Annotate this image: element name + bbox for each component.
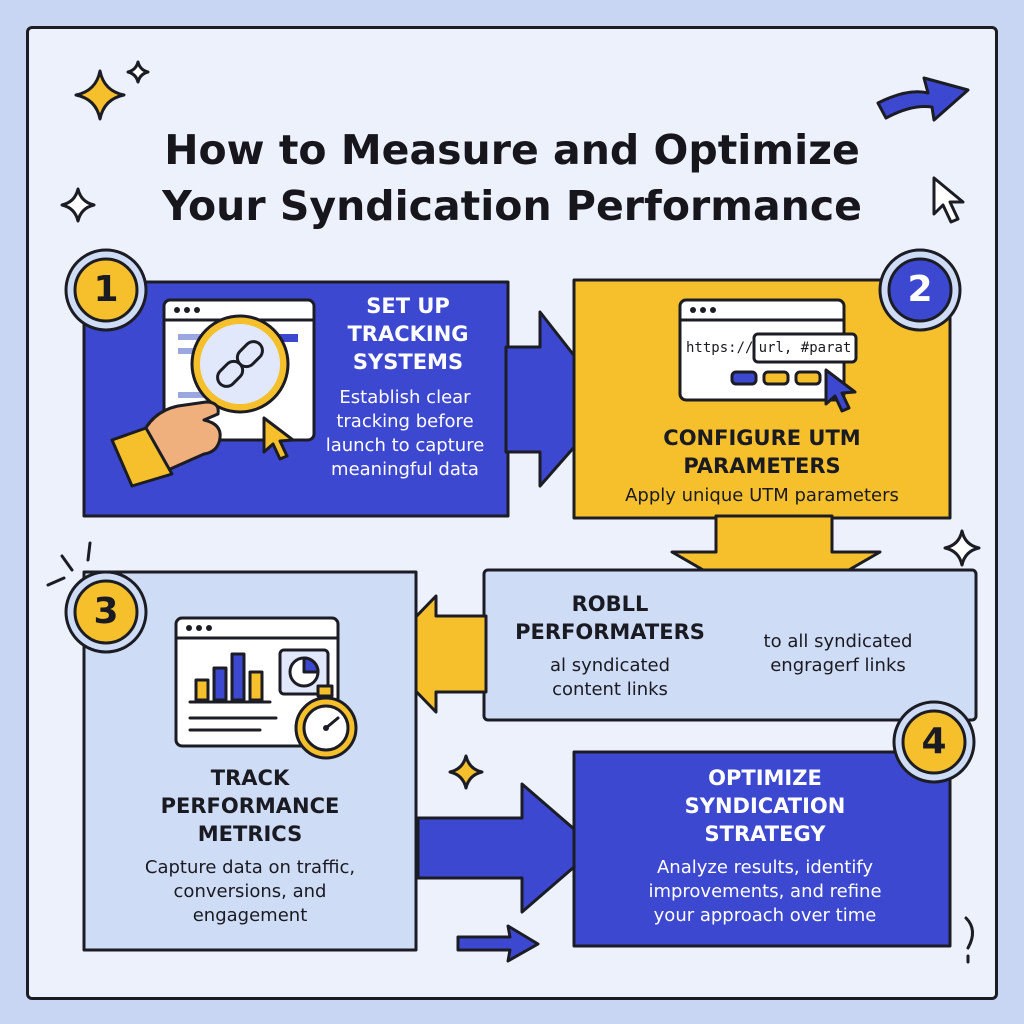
step-1-heading-line: TRACKING bbox=[347, 322, 469, 346]
arrow-icon bbox=[876, 76, 970, 122]
step-3-description-line: Capture data on traffic, bbox=[144, 857, 356, 878]
step-3-heading-line: METRICS bbox=[197, 822, 303, 846]
cursor-icon bbox=[932, 176, 965, 224]
step-3-heading-line: TRACK bbox=[210, 766, 290, 790]
cursor-icon bbox=[262, 416, 295, 461]
step-1-description-line: Establish clear bbox=[339, 387, 471, 408]
middle-heading: ROBLL PERFORMATERS bbox=[500, 590, 720, 646]
browser-window-icon bbox=[678, 298, 858, 402]
step-2-heading: CONFIGURE UTM PARAMETERS bbox=[580, 424, 944, 480]
step-4-heading-line: OPTIMIZE bbox=[708, 766, 822, 790]
sparkle-icon bbox=[448, 754, 484, 790]
title-line-2: Your Syndication Performance bbox=[162, 182, 862, 230]
step-1-description: Establish clear tracking before launch t… bbox=[300, 386, 510, 482]
hand-icon bbox=[110, 400, 222, 488]
middle-description-line: engragerf links bbox=[770, 655, 906, 676]
sparkle-icon bbox=[943, 529, 981, 567]
step-1-description-line: launch to capture bbox=[325, 435, 485, 456]
step-1-heading-line: SET UP bbox=[366, 294, 450, 318]
step-3-description-line: engagement bbox=[192, 905, 308, 926]
step-3-number: 3 bbox=[93, 591, 119, 632]
step-4-number: 4 bbox=[921, 721, 947, 762]
arrow-icon bbox=[456, 924, 540, 963]
step-1-description-line: meaningful data bbox=[331, 459, 479, 480]
sparkle-lines bbox=[46, 541, 92, 587]
squiggle bbox=[964, 916, 974, 964]
bar-chart-icon bbox=[188, 652, 272, 704]
middle-heading-line: PERFORMATERS bbox=[515, 620, 705, 644]
step-1-number: 1 bbox=[93, 269, 119, 310]
step-2-description: Apply unique UTM parameters bbox=[580, 484, 944, 508]
stopwatch-icon bbox=[294, 684, 358, 760]
step-4-description-line: Analyze results, identify bbox=[656, 857, 874, 878]
middle-description-line: to all syndicated bbox=[763, 631, 913, 652]
url-field: url, #parat bbox=[758, 340, 852, 356]
title-line-1: How to Measure and Optimize bbox=[164, 126, 860, 174]
sparkle-icon bbox=[60, 187, 96, 223]
step-3-badge bbox=[64, 570, 148, 654]
middle-description-line: content links bbox=[552, 679, 668, 700]
middle-heading-line: ROBLL bbox=[571, 592, 649, 616]
step-3-description: Capture data on traffic, conversions, an… bbox=[96, 856, 404, 928]
step-3-heading: TRACK PERFORMANCE METRICS bbox=[96, 764, 404, 848]
middle-description-right: to all syndicated engragerf links bbox=[718, 630, 958, 678]
url-prefix: https:// bbox=[686, 340, 754, 356]
sparkle-icon bbox=[74, 69, 126, 121]
step-4-heading-line: SYNDICATION bbox=[684, 794, 846, 818]
step-1-heading: SET UP TRACKING SYSTEMS bbox=[318, 292, 498, 376]
pie-chart-icon bbox=[278, 648, 330, 696]
link-icon bbox=[216, 340, 264, 388]
step-4-box bbox=[572, 750, 952, 948]
sparkle-icon bbox=[126, 60, 150, 84]
step-4-heading: OPTIMIZE SYNDICATION STRATEGY bbox=[600, 764, 930, 848]
page-title: How to Measure and Optimize Your Syndica… bbox=[120, 122, 904, 234]
middle-description-line: al syndicated bbox=[549, 655, 671, 676]
step-2-heading-line: CONFIGURE UTM bbox=[663, 426, 861, 450]
step-4-description-line: your approach over time bbox=[653, 905, 877, 926]
step-2-number: 2 bbox=[907, 269, 933, 310]
step-3-heading-line: PERFORMANCE bbox=[160, 794, 340, 818]
step-4-description-line: improvements, and refine bbox=[648, 881, 882, 902]
cursor-icon bbox=[824, 368, 857, 413]
step-2-description-line: Apply unique UTM parameters bbox=[625, 485, 899, 506]
step-4-description: Analyze results, identify improvements, … bbox=[600, 856, 930, 928]
middle-description-left: al syndicated content links bbox=[500, 654, 720, 702]
connector-arrow-3-4 bbox=[416, 782, 598, 914]
step-3-description-line: conversions, and bbox=[173, 881, 327, 902]
step-4-badge bbox=[892, 700, 976, 784]
step-4-heading-line: STRATEGY bbox=[704, 822, 826, 846]
step-1-heading-line: SYSTEMS bbox=[352, 350, 464, 374]
step-2-heading-line: PARAMETERS bbox=[683, 454, 841, 478]
step-1-badge bbox=[64, 248, 148, 332]
step-1-description-line: tracking before bbox=[336, 411, 474, 432]
step-2-badge bbox=[878, 248, 962, 332]
